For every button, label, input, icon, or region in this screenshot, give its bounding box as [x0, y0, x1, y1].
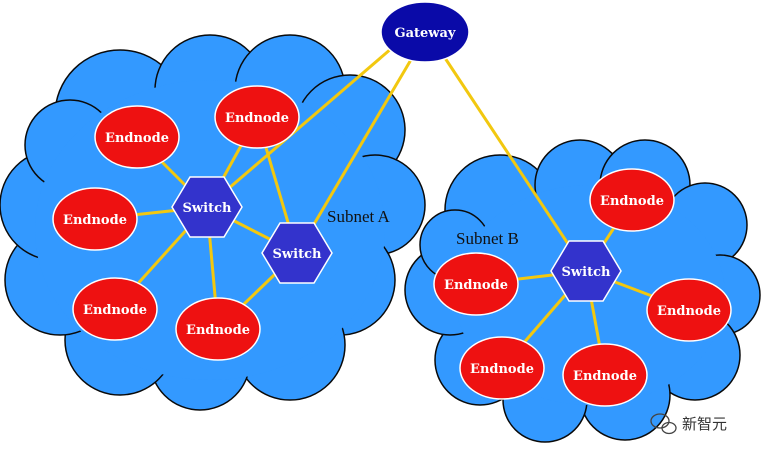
endnode-a3: Endnode	[52, 187, 138, 251]
gateway-node: Gateway	[380, 1, 470, 63]
subnet-a-label: Subnet A	[327, 207, 391, 226]
endnode-label: Endnode	[573, 369, 637, 384]
endnode-label: Endnode	[657, 304, 721, 319]
switch-a2: Switch	[261, 222, 333, 284]
watermark: 新智元	[650, 413, 727, 435]
endnode-b3: Endnode	[646, 278, 732, 342]
endnode-label: Endnode	[186, 323, 250, 338]
endnode-label: Endnode	[63, 213, 127, 228]
watermark-text: 新智元	[682, 415, 727, 433]
endnode-label: Endnode	[444, 278, 508, 293]
subnet-b-label: Subnet B	[456, 229, 519, 248]
switch-b1: Switch	[550, 240, 622, 302]
endnode-a5: Endnode	[175, 297, 261, 361]
endnode-a1: Endnode	[94, 105, 180, 169]
endnode-b5: Endnode	[562, 343, 648, 407]
endnode-label: Endnode	[225, 111, 289, 126]
endnode-label: Endnode	[105, 131, 169, 146]
switch-label: Switch	[273, 247, 322, 262]
endnode-label: Endnode	[470, 362, 534, 377]
endnode-a2: Endnode	[214, 85, 300, 149]
wechat-icon	[650, 413, 677, 435]
endnode-a4: Endnode	[72, 277, 158, 341]
endnode-b4: Endnode	[459, 336, 545, 400]
endnode-b2: Endnode	[433, 252, 519, 316]
gateway-label: Gateway	[395, 26, 456, 41]
endnode-b1: Endnode	[589, 168, 675, 232]
endnode-label: Endnode	[83, 303, 147, 318]
endnode-label: Endnode	[600, 194, 664, 209]
switch-label: Switch	[183, 201, 232, 216]
switch-a1: Switch	[171, 176, 243, 238]
switch-label: Switch	[562, 265, 611, 280]
